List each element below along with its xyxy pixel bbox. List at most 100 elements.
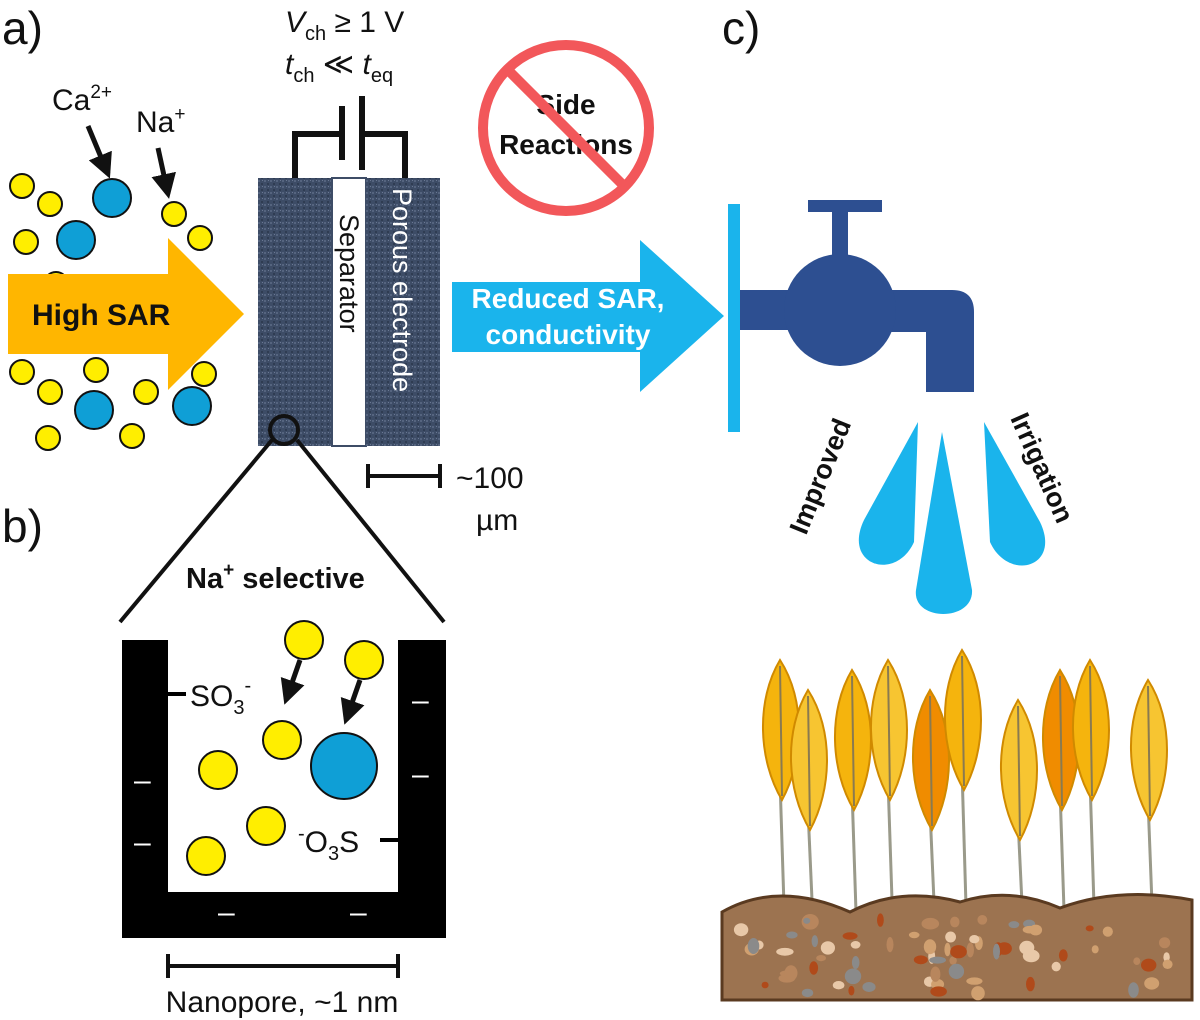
soil-pebble [1085, 925, 1094, 932]
left-electrode [258, 178, 332, 446]
zoom-callout [118, 414, 446, 624]
no-side-reactions-sign: Side Reactions [478, 40, 654, 216]
soil-pebble [786, 931, 798, 939]
soil-pebble [747, 938, 760, 954]
soil-pebble [776, 947, 794, 956]
soil-pebble [784, 965, 798, 981]
na-ion [191, 361, 217, 387]
soil-pebble [803, 917, 811, 924]
soil-pebble [993, 943, 1000, 960]
soil-pebble [923, 939, 937, 955]
soil-pebble [944, 942, 951, 957]
improved-label: Improved [784, 414, 857, 538]
separator-label: Separator [334, 214, 364, 333]
ca-ion-label: Ca2+ [52, 82, 112, 117]
wheat-stalk [761, 658, 800, 907]
soil-pebble [921, 917, 940, 930]
ca-ion [74, 390, 114, 430]
soil-pebble [1026, 976, 1035, 992]
na-ion [83, 357, 109, 383]
scale-bar-label-2: µm [476, 504, 518, 537]
soil-pebble [809, 961, 819, 975]
reduced-sar-label-2: conductivity [486, 319, 651, 350]
nanopore-width-bar [166, 954, 400, 978]
water-drops [858, 422, 1046, 614]
soil-pebble [930, 966, 941, 982]
soil-pebble [820, 941, 836, 955]
soil-pebble [977, 915, 988, 925]
soil-pebble [930, 986, 947, 997]
soil-pebble [1162, 959, 1173, 969]
ca-ion [56, 220, 96, 260]
faucet-icon [728, 200, 974, 432]
scale-bar-100um [366, 464, 442, 488]
soil-pebble [877, 913, 884, 927]
na-ion [37, 191, 63, 217]
soil-pebble [844, 968, 862, 985]
minus-charge: – [412, 684, 429, 717]
minus-charge: – [412, 758, 429, 791]
nanopore-wall [122, 640, 446, 938]
ion-solution: Ca2+ Na+ [9, 82, 217, 451]
soil-pebble [1144, 977, 1160, 990]
reduced-sar-label-1: Reduced SAR, [472, 283, 665, 314]
soil-pebble [1128, 982, 1139, 998]
scale-bar-label-1: ~100 [456, 462, 524, 495]
soil-pebble [811, 935, 818, 948]
soil-pebble [949, 956, 957, 965]
high-sar-label: High SAR [32, 299, 171, 332]
soil-pebble [996, 942, 1012, 955]
minus-charge: – [218, 896, 235, 929]
soil-pebble [1058, 949, 1068, 962]
reduced-sar-arrow: Reduced SAR, conductivity [452, 240, 724, 392]
na-entry-arrow [340, 679, 365, 725]
wheat-stalk [911, 688, 950, 903]
wheat-field-illustration [720, 648, 1194, 1002]
soil-pebble [1133, 957, 1141, 965]
electrochemical-cell: Separator Porous electrode [258, 177, 440, 447]
panel-label-b: b) [2, 500, 43, 552]
na-selective-title: Na+ selective [186, 560, 365, 595]
soil-pebble [950, 945, 967, 959]
soil-pebble [1102, 926, 1113, 937]
soil-pebble [908, 931, 920, 939]
high-sar-arrow: High SAR [8, 238, 244, 390]
soil-pebble [1141, 958, 1157, 972]
pore-ions [186, 620, 384, 876]
panel-label-a: a) [2, 2, 43, 54]
soil-pebble [850, 941, 861, 949]
ca-ion [172, 386, 212, 426]
pore-wall-charges: – – – – – – [134, 684, 429, 929]
ca-ion [92, 178, 132, 218]
voltage-condition: Vch ≥ 1 V [285, 6, 404, 45]
soil-pebble [913, 955, 928, 965]
na-ion-label: Na+ [136, 104, 185, 139]
na-ion [187, 225, 213, 251]
minus-charge: – [134, 826, 151, 859]
na-ion [9, 173, 35, 199]
soil-pebble [950, 916, 960, 928]
soil-pebble [1091, 945, 1099, 954]
soil-pebble [1022, 925, 1037, 934]
wheat-stalk [833, 668, 872, 913]
na-ion [119, 423, 145, 449]
soil-pebble [832, 981, 845, 990]
soil-pebble [886, 937, 894, 953]
soil-pebble [966, 977, 983, 985]
soil-pebble [945, 931, 956, 943]
soil-pebble [971, 986, 985, 1001]
soil-pebble [966, 942, 974, 958]
soil-pebble [801, 988, 814, 998]
na-ion [133, 379, 159, 405]
na-ion [9, 359, 35, 385]
na-ion [37, 379, 63, 405]
wheat-stalk [999, 698, 1038, 905]
na-ion [13, 229, 39, 255]
soil-pebble [733, 923, 749, 937]
na-entry-arrow [280, 659, 305, 705]
na-ion [35, 425, 61, 451]
na-pointer-arrow [151, 147, 176, 199]
wheat-stalk [1129, 678, 1168, 905]
wheat-stalk [943, 648, 982, 907]
